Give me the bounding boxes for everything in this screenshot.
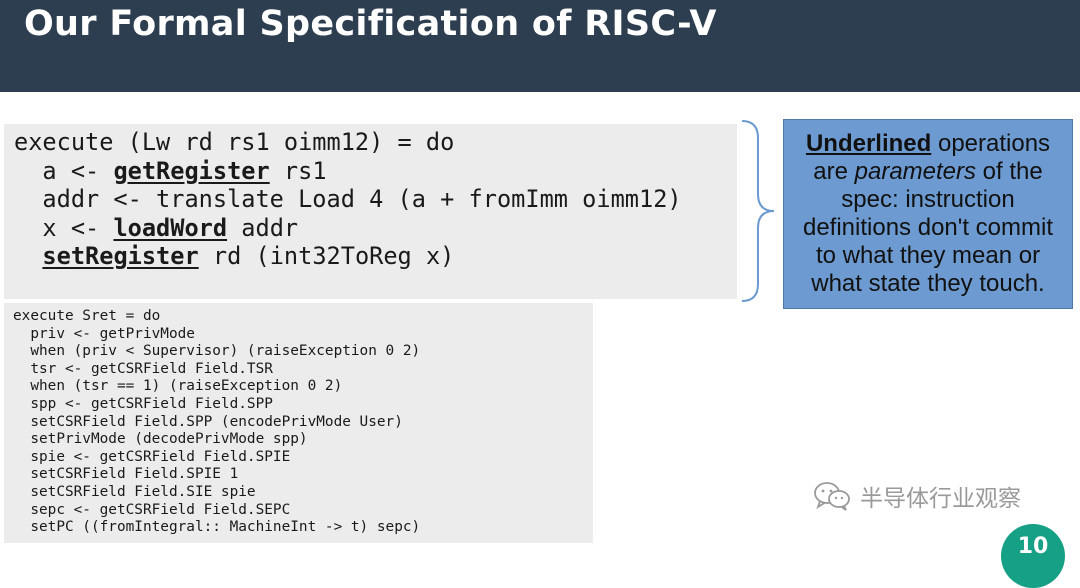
curly-brace-icon — [741, 120, 775, 302]
lw-code-block: execute (Lw rd rs1 oimm12) = do a <- get… — [4, 124, 737, 299]
sret-code: execute Sret = do priv <- getPrivMode wh… — [13, 308, 420, 537]
watermark: 半导体行业观察 — [812, 478, 1021, 514]
code-line: setCSRField Field.SPIE 1 — [13, 466, 239, 483]
code-line: addr <- translate Load 4 (a + fromImm oi… — [14, 185, 682, 213]
note-text-part: operations are — [813, 130, 1051, 185]
code-line: setPrivMode (decodePrivMode spp) — [13, 431, 308, 448]
code-line: when (priv < Supervisor) (raiseException… — [13, 343, 421, 360]
slide-header: Our Formal Specification of RISC-V — [0, 0, 1080, 92]
code-line: priv <- getPrivMode — [13, 325, 195, 342]
set-register-op: setRegister — [42, 242, 199, 270]
code-line-text: a <- — [14, 156, 114, 185]
code-line-text: x <- — [14, 213, 114, 242]
wechat-icon — [814, 482, 850, 511]
lw-code: execute (Lw rd rs1 oimm12) = do a <- get… — [14, 128, 682, 271]
note-text: Underlined operations are parameters of … — [790, 130, 1066, 298]
code-line-text: addr — [227, 213, 299, 242]
get-register-op: getRegister — [113, 156, 270, 185]
slide-title: Our Formal Specification of RISC-V — [24, 4, 717, 44]
note-callout: Underlined operations are parameters of … — [783, 119, 1073, 309]
code-line: when (tsr == 1) (raiseException 0 2) — [13, 378, 343, 395]
code-line: execute Sret = do — [13, 308, 161, 324]
code-line: spie <- getCSRField Field.SPIE — [13, 448, 291, 465]
code-line: execute (Lw rd rs1 oimm12) = do — [14, 128, 455, 156]
code-line: setCSRField Field.SPP (encodePrivMode Us… — [13, 413, 403, 430]
page-number: 10 — [1017, 534, 1049, 559]
code-line-text — [14, 242, 42, 270]
code-line-text: rd (int32ToReg x) — [198, 242, 455, 270]
code-line: setPC ((fromIntegral:: MachineInt -> t) … — [13, 519, 421, 536]
code-line: tsr <- getCSRField Field.TSR — [13, 360, 273, 377]
sret-code-block: execute Sret = do priv <- getPrivMode wh… — [4, 303, 593, 543]
page-number-badge: 10 — [1001, 524, 1065, 588]
code-line: spp <- getCSRField Field.SPP — [13, 395, 273, 412]
code-line-text: rs1 — [269, 156, 327, 185]
note-text-part: of the spec: instruction definitions don… — [802, 158, 1054, 297]
watermark-text: 半导体行业观察 — [860, 486, 1021, 512]
code-line: sepc <- getCSRField Field.SEPC — [13, 501, 291, 518]
load-word-op: loadWord — [113, 213, 228, 242]
note-underlined-word: Underlined — [805, 130, 932, 157]
note-parameters-word: parameters — [854, 158, 977, 185]
code-line: setCSRField Field.SIE spie — [13, 483, 256, 500]
